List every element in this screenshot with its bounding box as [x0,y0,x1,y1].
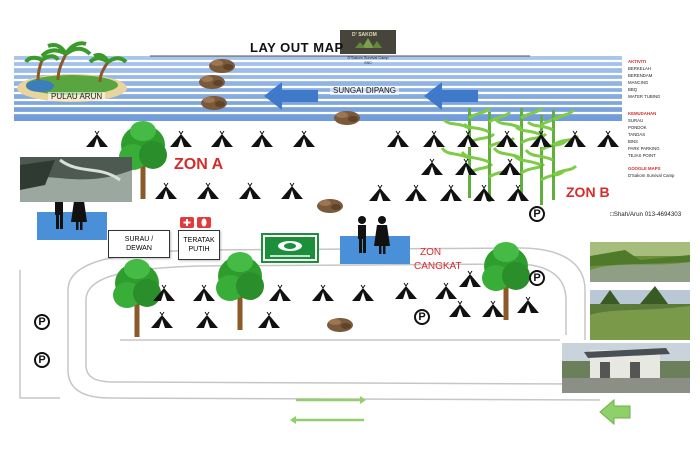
legend-item: SURAU [628,118,644,123]
parking-icon: P [529,270,545,286]
logo-text: D' SAKOM [352,32,377,38]
parking-icon: P [34,314,50,330]
zone-cangkat-line1: ZON [420,247,442,258]
island-label: PULAU ARUN [48,92,106,101]
legend-google-header: GOOGLE MAPS [628,166,661,171]
legend-item: BERENDAM [628,73,653,78]
contact-info: □Shah/Arun 013-4694303 [610,211,682,218]
river-label: SUNGAI DIPANG [330,86,399,95]
logo-caption-line1: D'Sakom Survival Camp [347,56,389,60]
legend-aktiviti-header: AKTIVITI [628,59,646,64]
legend-item: MANCING [628,80,649,85]
teratak-putih-building: TERATAK PUTIH [178,230,220,260]
surau-label-line1: SURAU / [124,236,154,243]
teratak-label-line2: PUTIH [188,246,210,253]
parking-icon: P [34,352,50,368]
zone-a-label: ZON A [174,156,224,173]
legend: AKTIVITI BERKELAH BERENDAM MANCING BBQ W… [628,58,674,179]
parking-icon: P [529,206,545,222]
legend-item: BERKELAH [628,66,651,71]
surau-dewan-building: SURAU / DEWAN [108,230,170,258]
legend-item: WATER TUBING [628,94,661,99]
legend-item: TANDAS [628,132,646,137]
logo-caption: D'Sakom Survival Camp SSC [336,56,400,66]
surau-label-line2: DEWAN [126,245,152,252]
legend-kemudahan-header: KEMUDAHAN [628,111,657,116]
legend-item: TEJAS POINT [628,153,656,158]
zone-cangkat-label: ZON CANGKAT [414,246,462,274]
legend-item: PONDOK [628,125,647,130]
logo-caption-line2: SSC [364,61,372,65]
parking-icon: P [414,309,430,325]
legend-item: D'Sakom Survival Camp [628,173,675,178]
teratak-label-line1: TERATAK [183,237,215,244]
legend-item: BINS [628,139,639,144]
legend-item: PARK PARKING [628,146,660,151]
zone-cangkat-line2: CANGKAT [414,261,462,272]
map-title: LAY OUT MAP [250,40,344,55]
zone-b-label: ZON B [566,184,610,200]
legend-item: BBQ [628,87,638,92]
